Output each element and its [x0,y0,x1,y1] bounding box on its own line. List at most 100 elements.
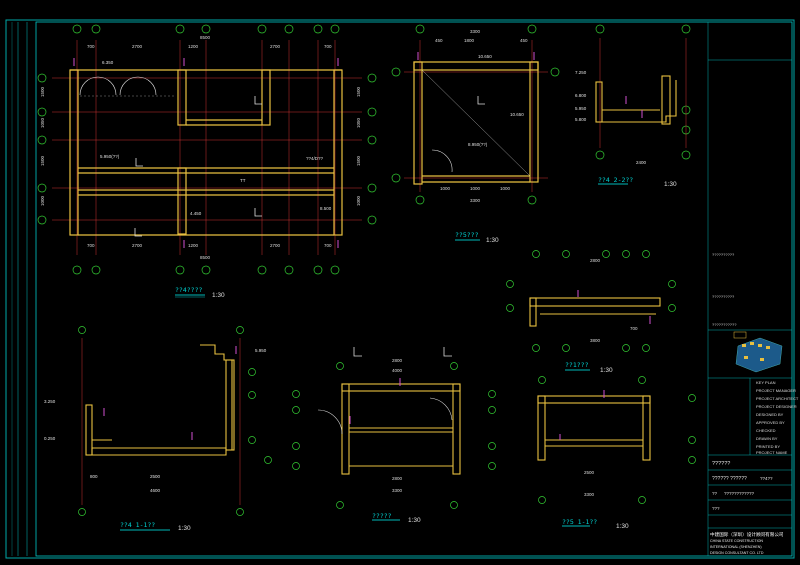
section-5-drawing [537,376,696,527]
dim-text: 1050 [40,117,45,128]
key-plan-graphic [733,331,783,373]
elevation-label: 5.950 [575,106,587,111]
drawing-scale: 1:30 [616,523,629,530]
dim-text: 4000 [392,368,403,373]
dim-text: 3300 [470,29,481,34]
drawing-title: ??4 1-1?? [120,521,155,529]
owner-name: ???????????? [724,491,755,496]
elevation-label: 6.800 [575,93,587,98]
elevation-label: 8.950(??) [468,142,488,147]
dim-text: 700 [630,326,638,331]
drawing-title: ??1??? [565,361,589,369]
floor-plan-drawing [37,24,377,298]
dim-text: 450 [435,38,443,43]
project-name: ?????? [712,461,730,467]
dim-text: 1200 [188,243,199,248]
tb-row-label: PROJECT ARCHITECT [756,396,799,401]
elevation-label: 6.350 [102,60,114,65]
small-section-drawing [506,250,676,371]
dim-total: 3300 [584,492,595,497]
tb-row-label: PROJECT DESIGNER [756,404,797,409]
tb-row-label: CHECKED [756,428,776,433]
code-label: TT [240,178,246,183]
company-name-en: INTERNATIONAL (SHENZHEN) [710,545,762,549]
dim-text: 1000 [470,186,481,191]
dim-text: 1050 [356,117,361,128]
dim-text: 2800 [392,476,403,481]
elevation-label: 10.650 [510,112,524,117]
elevation-label: 10.650 [478,54,492,59]
dim-text: 1000 [356,195,361,206]
dim-text: 700 [324,44,332,49]
section-2-drawing [595,24,691,185]
elevation-label: 4.450 [190,211,202,216]
elevation-label: 5.800 [575,117,587,122]
elevation-label: ??4/D?? [306,156,324,161]
client-label: ?? [712,491,718,496]
dim-text: 3800 [590,338,601,343]
drawing-title: ??5 1-1?? [562,518,597,526]
company-name-en: CHINA STATE CONSTRUCTION [710,539,763,543]
dim-text: 1000 [440,186,451,191]
dim-text: 1500 [356,86,361,97]
drawing-scale: 1:30 [600,367,613,374]
drawing-scale: 1:30 [486,237,499,244]
dim-text: 1000 [40,195,45,206]
elevation-label: 0.250 [44,436,56,441]
dim-text: 1500 [356,155,361,166]
dim-text: 800 [90,474,98,479]
detail-plan-drawing [391,24,560,241]
dim-text: 450 [520,38,528,43]
dim-text: 2500 [584,470,595,475]
company-name-cn: 中建国际（深圳）设计顾问有限公司 [710,531,784,538]
drawing-scale: 1:30 [212,292,225,299]
dim-text: 2700 [132,44,143,49]
title-block [707,22,792,556]
drawing-title: ??4???? [175,286,202,294]
sheet-label: ??? [712,506,720,511]
dim-total: 8500 [200,255,211,260]
drawing-scale: 1:30 [664,181,677,188]
dim-total: 8500 [200,35,211,40]
dim-text: 1500 [40,155,45,166]
dim-text: 2800 [590,258,601,263]
drawing-title: ??4 2-2?? [598,176,633,184]
dim-text: 1200 [188,44,199,49]
elevation-label: 5.950 [255,348,267,353]
tb-row-label: PROJECT MANAGER [756,388,796,393]
drawing-scale: 1:30 [178,525,191,532]
section-1-1-drawing [78,326,272,531]
dim-text: 700 [324,243,332,248]
drawing-title: ??5??? [455,231,479,239]
dim-total: 3300 [392,488,403,493]
elevation-label: 7.250 [575,70,587,75]
elevation-label: 8.500 [320,206,332,211]
dim-text: 2700 [270,44,281,49]
tb-row-label: KEY PLAN [756,380,776,385]
dim-text: 2700 [270,243,281,248]
tb-row-label: DESIGNED BY [756,412,784,417]
title-note: ?????????? [712,252,735,257]
dim-text: 700 [87,44,95,49]
dim-total: 4600 [150,488,161,493]
drawing-title: ????? [372,512,392,520]
drawing-number: ??4?? [760,476,773,481]
dim-text: 2800 [392,358,403,363]
drawing-title-block: ?????? ?????? [712,476,747,482]
dim-text: 700 [87,243,95,248]
dim-text: 2500 [150,474,161,479]
tb-row-label: PRINTED BY [756,444,780,449]
company-name-en: DESIGN CONSULTANT CO. LTD [710,551,764,555]
tb-row-label: APPROVED BY [756,420,785,425]
title-note: ?????????? [712,294,735,299]
dim-text: 1000 [500,186,511,191]
dim-text: 2700 [132,243,143,248]
dim-text: 1800 [464,38,475,43]
dim-text: 1500 [40,86,45,97]
sheet-border [5,19,795,559]
tb-row-label: PROJECT NAME [756,450,788,455]
section-3-drawing [292,347,496,521]
tb-row-label: DRAWN BY [756,436,778,441]
